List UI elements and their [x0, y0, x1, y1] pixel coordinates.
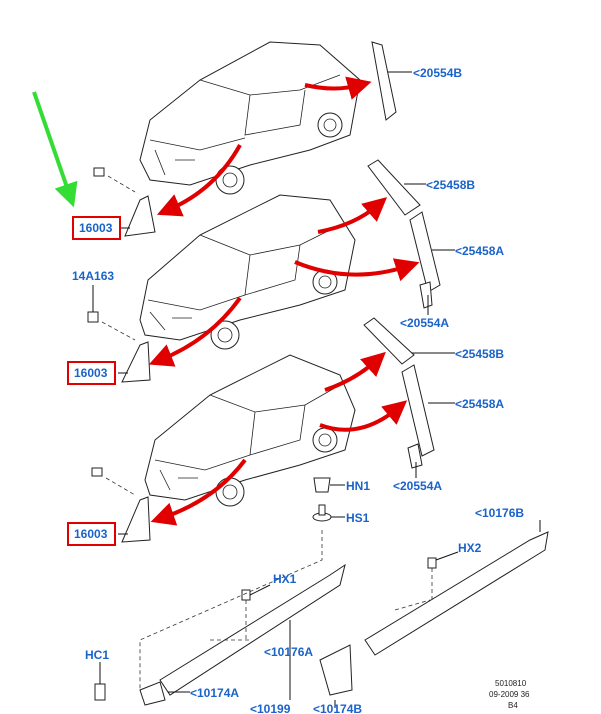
fastener-hx2-icon [427, 551, 459, 600]
fastener-hc1-icon [94, 662, 106, 701]
car-sedan-illustration [139, 41, 361, 195]
label-16003-3: 16003 [74, 527, 108, 541]
label-hc1: HC1 [85, 648, 109, 662]
fastener-hs1-icon [312, 504, 345, 522]
arrow-to-20554B [304, 76, 372, 100]
label-10174B: <10174B [313, 702, 362, 714]
arrow-to-25458B-2 [324, 351, 386, 392]
highlight-box-16003-1 [72, 216, 121, 240]
label-25458A-2: <25458A [455, 397, 504, 411]
part-20554A-shape-1 [419, 281, 433, 309]
green-pointer-arrow [32, 91, 78, 208]
highlight-box-16003-3 [67, 522, 116, 546]
part-25458A-shape-1 [409, 211, 441, 293]
arrow-to-25458A-1 [294, 258, 420, 282]
fastener-hn1-icon [313, 477, 345, 493]
clip-14A163-icon [87, 285, 136, 341]
part-16003-triangle-3 [121, 496, 151, 543]
label-hs1: HS1 [346, 511, 370, 525]
arrow-to-25458B-1 [317, 197, 388, 234]
car-sedan-2-illustration [139, 194, 356, 350]
arrow-to-16003-2 [148, 296, 242, 367]
highlight-box-16003-2 [67, 361, 116, 385]
rocker-panel-10176A [159, 563, 346, 696]
cover-10174A [139, 681, 166, 706]
footer-line3: B4 [508, 701, 518, 710]
arrow-to-16003-3 [150, 458, 247, 526]
part-25458B-shape-2 [363, 317, 415, 365]
label-20554A-2: <20554A [393, 479, 442, 493]
label-25458A-1: <25458A [455, 244, 504, 258]
part-25458A-shape-2 [401, 364, 435, 457]
label-hx1: HX1 [273, 572, 297, 586]
label-hx2: HX2 [458, 541, 482, 555]
part-25458B-shape-1 [367, 159, 421, 216]
part-16003-triangle-2 [121, 341, 151, 383]
clip-icon-3 [91, 467, 136, 496]
arrow-to-25458A-2 [319, 400, 408, 432]
label-10174A: <10174A [190, 686, 239, 700]
part-20554B-shape [371, 41, 397, 121]
footer-line2: 09-2009 36 [489, 690, 530, 699]
label-20554B-top: <20554B [413, 66, 462, 80]
clip-icon-1 [93, 167, 136, 193]
part-16003-triangle-1 [124, 195, 156, 237]
label-25458B-1: <25458B [426, 178, 475, 192]
fastener-hx1-icon [241, 584, 271, 640]
label-10176A: <10176A [264, 645, 313, 659]
footer-line1: 5010810 [495, 679, 527, 688]
label-16003-1: 16003 [79, 221, 113, 235]
label-25458B-2: <25458B [455, 347, 504, 361]
label-16003-2: 16003 [74, 366, 108, 380]
arrow-to-16003-1 [156, 144, 242, 217]
label-20554A-1: <20554A [400, 316, 449, 330]
cover-10174B [319, 644, 353, 696]
label-10176B: <10176B [475, 506, 524, 520]
part-20554A-shape-2 [407, 443, 423, 469]
rocker-panel-10176B [364, 531, 549, 656]
label-10199: <10199 [250, 702, 291, 714]
label-14A163: 14A163 [72, 269, 114, 283]
label-hn1: HN1 [346, 479, 370, 493]
